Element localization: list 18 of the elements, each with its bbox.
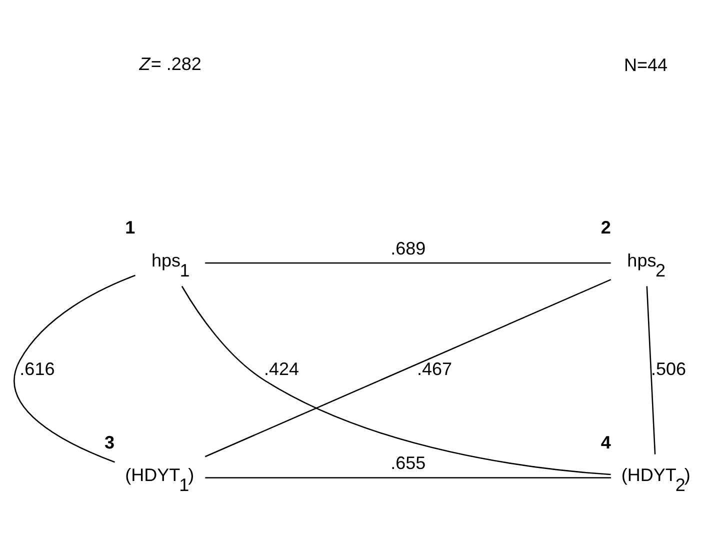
node-label: 3 <box>104 432 115 452</box>
edge-label: .424 <box>264 359 300 380</box>
node-label: 1 <box>125 218 136 238</box>
connector <box>205 477 612 478</box>
edge-label: .506 <box>650 359 686 380</box>
connector <box>646 286 656 454</box>
edge-label: .616 <box>20 359 55 380</box>
label: Z= .282 <box>139 54 202 74</box>
connector <box>181 286 611 476</box>
label: N=44 <box>624 55 668 76</box>
edge-label: .467 <box>416 359 452 380</box>
node-label: 2 <box>600 218 611 238</box>
connector <box>205 262 611 264</box>
node-label: 4 <box>600 432 611 452</box>
connector <box>14 274 136 463</box>
edge-label: .655 <box>390 452 426 473</box>
connector <box>204 278 612 458</box>
edge-label: .689 <box>390 238 426 258</box>
